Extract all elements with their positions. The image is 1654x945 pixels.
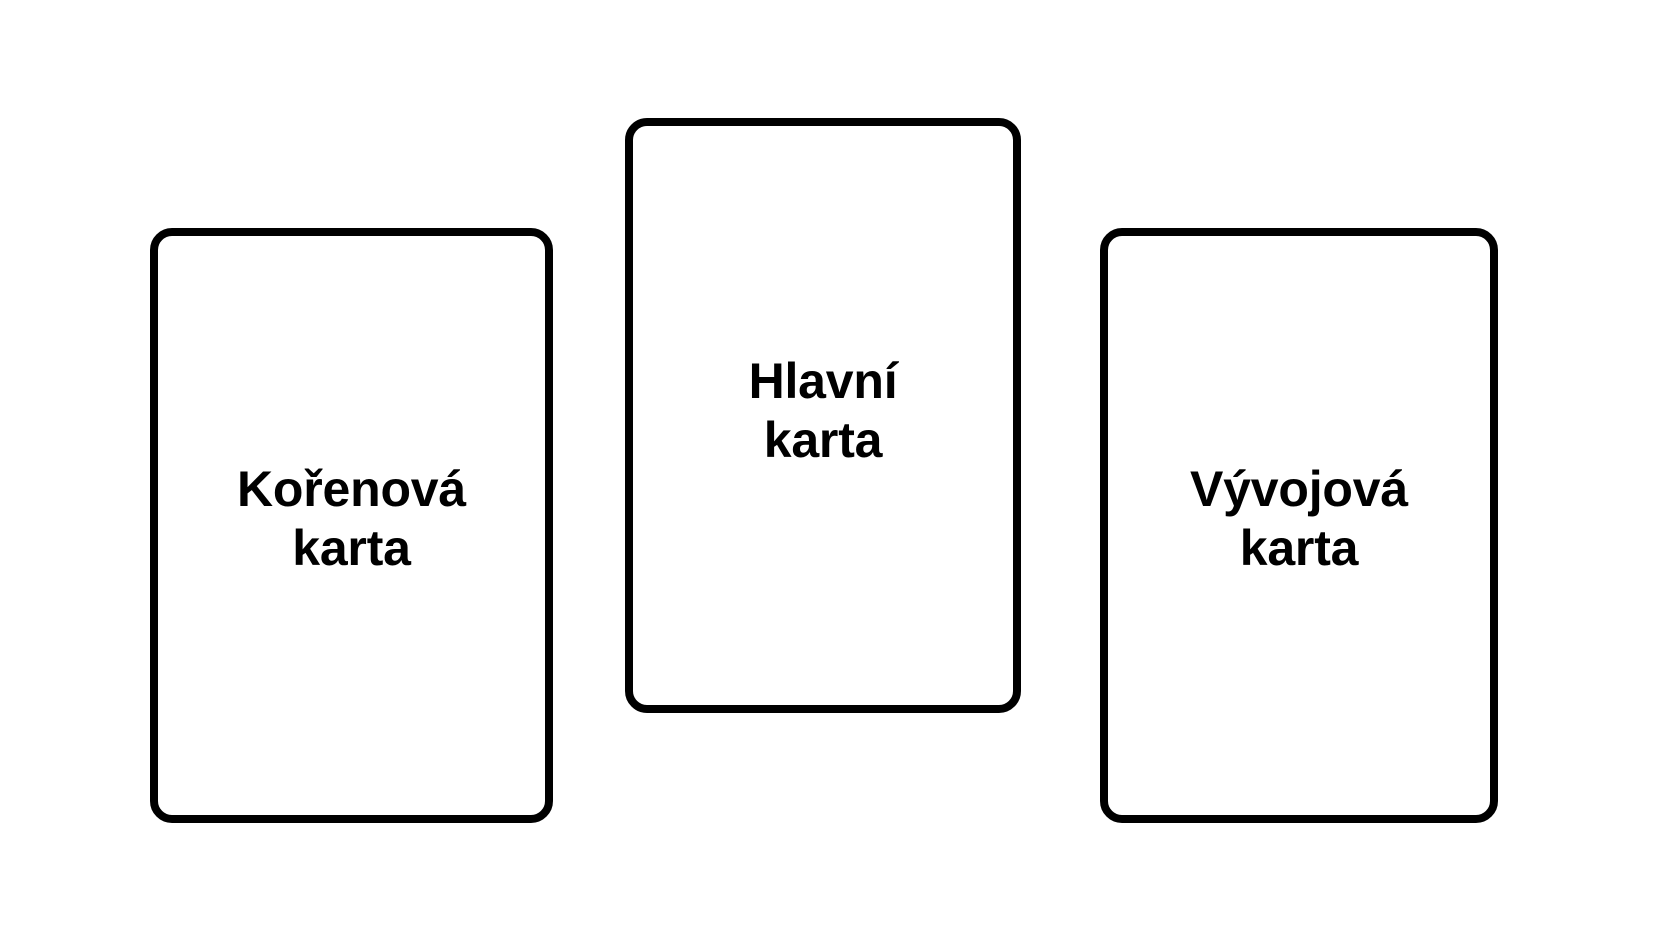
card-main[interactable]: Hlavní karta (625, 118, 1021, 713)
card-root[interactable]: Kořenová karta (150, 228, 553, 823)
card-development[interactable]: Vývojová karta (1100, 228, 1498, 823)
card-development-label: Vývojová karta (1190, 460, 1408, 576)
card-root-label: Kořenová karta (236, 460, 466, 576)
card-main-label: Hlavní karta (748, 352, 898, 468)
